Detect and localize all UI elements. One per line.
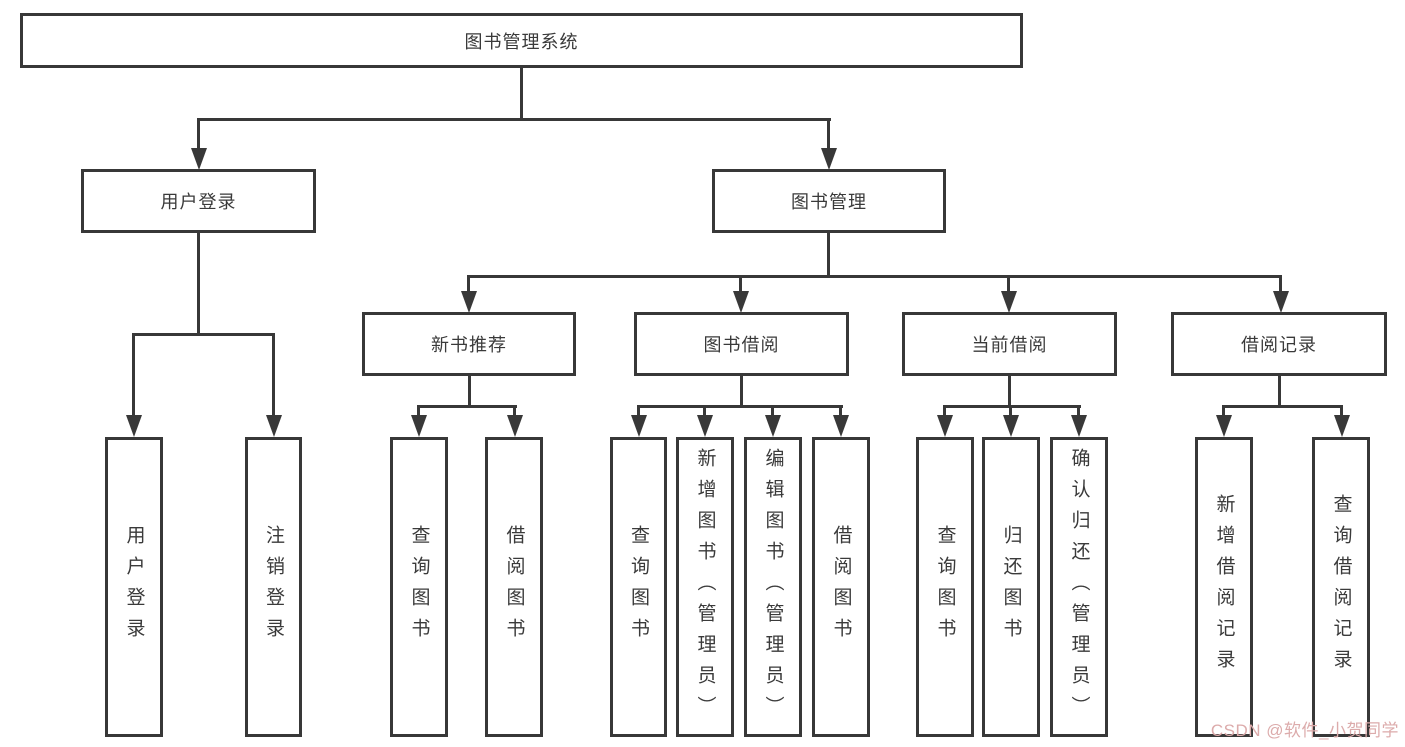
leaf-user-login-label: 用户登录 <box>123 525 145 649</box>
arrow-down-icon <box>1216 415 1232 437</box>
leaf-current-query-books: 查询图书 <box>916 437 974 737</box>
node-book-borrow-label: 图书借阅 <box>703 335 780 355</box>
connector-line <box>637 405 843 408</box>
leaf-borrow-add-books-admin-label: 新增图书（管理员） <box>694 447 716 727</box>
leaf-current-return-books: 归还图书 <box>982 437 1040 737</box>
leaf-current-query-books-label: 查询图书 <box>934 525 956 649</box>
connector-line <box>839 405 842 416</box>
arrow-down-icon <box>266 415 282 437</box>
connector-line <box>520 68 523 121</box>
arrow-down-icon <box>733 291 749 313</box>
leaf-current-confirm-return-admin: 确认归还（管理员） <box>1050 437 1108 737</box>
arrow-down-icon <box>1003 415 1019 437</box>
connector-line <box>771 405 774 416</box>
arrow-down-icon <box>1071 415 1087 437</box>
connector-line <box>197 233 200 335</box>
leaf-current-confirm-return-admin-label: 确认归还（管理员） <box>1068 447 1090 727</box>
csdn-watermark: CSDN @软件_小贺同学 <box>1210 721 1399 740</box>
connector-line <box>739 275 742 293</box>
connector-line <box>467 275 470 293</box>
leaf-records-add-record: 新增借阅记录 <box>1195 437 1253 737</box>
leaf-newbook-borrow-books-label: 借阅图书 <box>503 525 525 649</box>
connector-line <box>1077 405 1080 416</box>
arrow-down-icon <box>833 415 849 437</box>
leaf-borrow-query-books-label: 查询图书 <box>628 525 649 649</box>
connector-line <box>1340 405 1343 416</box>
connector-line <box>1279 275 1282 293</box>
connector-line <box>197 118 200 150</box>
leaf-logout: 注销登录 <box>245 437 302 737</box>
arrow-down-icon <box>461 291 477 313</box>
connector-line <box>1278 376 1281 408</box>
leaf-records-add-record-label: 新增借阅记录 <box>1213 494 1235 680</box>
leaf-borrow-query-books: 查询图书 <box>610 437 667 737</box>
leaf-newbook-borrow-books: 借阅图书 <box>485 437 543 737</box>
connector-line <box>827 233 830 278</box>
leaf-current-return-books-label: 归还图书 <box>1000 525 1022 649</box>
leaf-records-query-record: 查询借阅记录 <box>1312 437 1370 737</box>
connector-line <box>827 118 830 150</box>
connector-line <box>637 405 640 416</box>
connector-line <box>1009 405 1012 416</box>
arrow-down-icon <box>507 415 523 437</box>
leaf-user-login: 用户登录 <box>105 437 163 737</box>
arrow-down-icon <box>191 148 207 170</box>
leaf-borrow-edit-books-admin-label: 编辑图书（管理员） <box>762 447 784 727</box>
arrow-down-icon <box>821 148 837 170</box>
leaf-borrow-edit-books-admin: 编辑图书（管理员） <box>744 437 802 737</box>
connector-line <box>467 275 1282 278</box>
leaf-borrow-borrow-books-label: 借阅图书 <box>830 525 852 649</box>
arrow-down-icon <box>411 415 427 437</box>
arrow-down-icon <box>1001 291 1017 313</box>
node-new-book-recommend-label: 新书推荐 <box>431 335 507 355</box>
node-user-login-label: 用户登录 <box>160 192 237 212</box>
arrow-down-icon <box>697 415 713 437</box>
leaf-borrow-borrow-books: 借阅图书 <box>812 437 870 737</box>
leaf-borrow-add-books-admin: 新增图书（管理员） <box>676 437 734 737</box>
node-new-book-recommend: 新书推荐 <box>362 312 576 376</box>
node-library-system-label: 图书管理系统 <box>464 31 579 52</box>
connector-line <box>943 405 1081 408</box>
connector-line <box>272 333 275 417</box>
node-current-borrow: 当前借阅 <box>902 312 1117 376</box>
node-library-system: 图书管理系统 <box>20 13 1023 68</box>
arrow-down-icon <box>631 415 647 437</box>
node-book-borrow: 图书借阅 <box>634 312 849 376</box>
connector-line <box>417 405 517 408</box>
arrow-down-icon <box>126 415 142 437</box>
connector-line <box>417 405 420 416</box>
connector-line <box>1222 405 1225 416</box>
leaf-newbook-query-books: 查询图书 <box>390 437 448 737</box>
leaf-newbook-query-books-label: 查询图书 <box>408 525 430 649</box>
connector-line <box>132 333 135 417</box>
node-book-management-label: 图书管理 <box>791 192 867 212</box>
leaf-logout-label: 注销登录 <box>263 525 284 649</box>
connector-line <box>132 333 275 336</box>
connector-line <box>513 405 516 416</box>
arrow-down-icon <box>1273 291 1289 313</box>
connector-line <box>740 376 743 408</box>
node-user-login: 用户登录 <box>81 169 316 233</box>
leaf-records-query-record-label: 查询借阅记录 <box>1330 494 1352 680</box>
connector-line <box>943 405 946 416</box>
connector-line <box>703 405 706 416</box>
connector-line <box>197 118 831 121</box>
connector-line <box>1222 405 1343 408</box>
connector-line <box>1008 376 1011 408</box>
connector-line <box>468 376 471 408</box>
arrow-down-icon <box>937 415 953 437</box>
node-book-management: 图书管理 <box>712 169 946 233</box>
node-borrow-records-label: 借阅记录 <box>1241 335 1317 355</box>
node-current-borrow-label: 当前借阅 <box>971 335 1048 355</box>
node-borrow-records: 借阅记录 <box>1171 312 1387 376</box>
connector-line <box>1007 275 1010 293</box>
arrow-down-icon <box>1334 415 1350 437</box>
arrow-down-icon <box>765 415 781 437</box>
